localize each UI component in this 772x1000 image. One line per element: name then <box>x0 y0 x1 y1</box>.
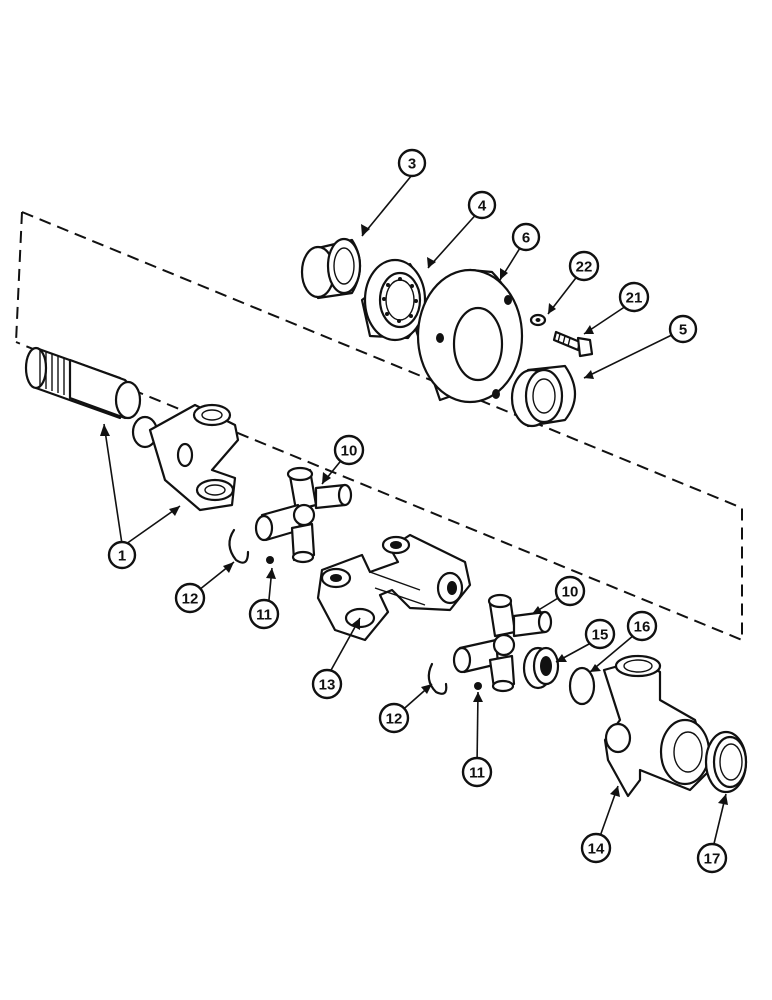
callout-5: 5 <box>668 314 698 344</box>
callout-11-lower-label: 11 <box>469 765 485 782</box>
part-15-bearing-cup <box>522 646 560 690</box>
callout-10-lower-label: 10 <box>562 584 579 601</box>
part-12-snap-ring-upper <box>228 528 250 564</box>
callout-15-label: 15 <box>592 627 609 644</box>
callout-16: 16 <box>626 610 658 642</box>
part-22-washer <box>529 313 547 327</box>
callout-12-upper-label: 12 <box>182 591 199 608</box>
part-17-seal-ring <box>704 730 748 794</box>
part-5-seal <box>510 364 577 428</box>
callout-12-lower-label: 12 <box>386 711 403 728</box>
part-10-cross-upper <box>254 466 353 564</box>
part-1-shaft-yoke <box>24 346 240 512</box>
callout-1-label: 1 <box>118 548 126 565</box>
part-21-bolt <box>552 330 594 358</box>
part-4-bearing <box>360 258 427 342</box>
leader-arrowheads <box>100 224 728 805</box>
callout-14: 14 <box>580 832 612 864</box>
callout-22-label: 22 <box>576 259 593 276</box>
callout-6-label: 6 <box>522 230 530 247</box>
callout-11-lower: 11 <box>461 756 493 788</box>
part-13-center-yoke <box>316 533 472 642</box>
callout-10-upper-label: 10 <box>341 443 358 460</box>
callout-6: 6 <box>511 222 541 252</box>
assembly-boundary-dashed <box>15 211 743 642</box>
callout-3-label: 3 <box>408 156 416 173</box>
callout-5-label: 5 <box>679 322 687 339</box>
part-6-flange-plate <box>414 268 524 404</box>
callout-17-label: 17 <box>704 851 721 868</box>
callout-21: 21 <box>618 281 650 313</box>
callout-3: 3 <box>397 148 427 178</box>
callout-16-label: 16 <box>634 619 651 636</box>
part-11-fitting-lower <box>474 682 482 690</box>
callout-1: 1 <box>107 540 137 570</box>
callout-4-label: 4 <box>478 198 487 215</box>
callout-11-upper: 11 <box>248 598 280 630</box>
callout-22: 22 <box>568 250 600 282</box>
callout-21-label: 21 <box>626 290 643 307</box>
callout-10-upper: 10 <box>333 434 365 466</box>
callout-12-upper: 12 <box>174 582 206 614</box>
callout-11-upper-label: 11 <box>256 607 272 624</box>
callout-4: 4 <box>467 190 497 220</box>
callout-17: 17 <box>696 842 728 874</box>
part-3-seal <box>300 237 362 300</box>
callout-13: 13 <box>311 668 343 700</box>
part-14-end-yoke <box>602 654 712 798</box>
callout-14-label: 14 <box>588 841 605 858</box>
part-11-fitting-upper <box>266 556 274 564</box>
part-12-snap-ring-lower <box>427 662 448 695</box>
part-10-cross-lower <box>452 593 553 693</box>
callout-15: 15 <box>584 618 616 650</box>
callout-13-label: 13 <box>319 677 336 694</box>
callout-10-lower: 10 <box>554 575 586 607</box>
callout-12-lower: 12 <box>378 702 410 734</box>
part-16-retaining-ring <box>568 666 596 706</box>
